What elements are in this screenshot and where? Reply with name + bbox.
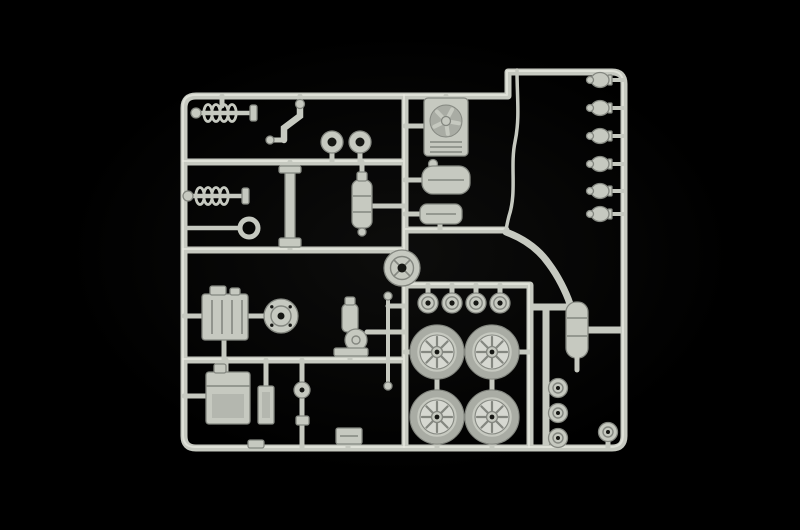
- idler-roller-3: [465, 292, 487, 314]
- towing-eye: [185, 216, 261, 240]
- fuel-tank: [421, 158, 471, 195]
- channel-bracket: [257, 385, 275, 425]
- linkage-rod: [383, 291, 393, 391]
- battery-box: [205, 363, 251, 425]
- lever-bracket: [278, 165, 302, 248]
- round-clamp-1: [320, 130, 344, 154]
- steering-column: [293, 363, 311, 426]
- spoked-wheel-3: [410, 390, 464, 444]
- exhaust-pipe: [502, 228, 574, 308]
- cylindrical-tank: [351, 171, 373, 237]
- idler-roller-4: [489, 292, 511, 314]
- spare-hub: [597, 421, 619, 443]
- spoked-wheel-1: [410, 325, 464, 379]
- hub-disc-2: [547, 402, 569, 424]
- sprue-tab: [247, 439, 265, 449]
- radiator-with-fan: [423, 97, 469, 157]
- idler-roller-2: [441, 292, 463, 314]
- small-box: [335, 427, 363, 445]
- idler-roller-1: [417, 292, 439, 314]
- hub-disc-3: [547, 427, 569, 449]
- spoked-wheel-4: [465, 390, 519, 444]
- horn-plate: [383, 249, 421, 287]
- engine-block: [201, 285, 249, 341]
- flywheel: [263, 298, 299, 334]
- hub-disc-1: [547, 377, 569, 399]
- round-clamp-2: [348, 130, 372, 154]
- spoked-wheel-2: [465, 325, 519, 379]
- muffler: [565, 301, 589, 373]
- starting-crank-handle: [265, 98, 306, 145]
- tray-panel: [419, 203, 463, 225]
- fuel-line: [504, 68, 520, 234]
- fuel-pump: [333, 296, 369, 357]
